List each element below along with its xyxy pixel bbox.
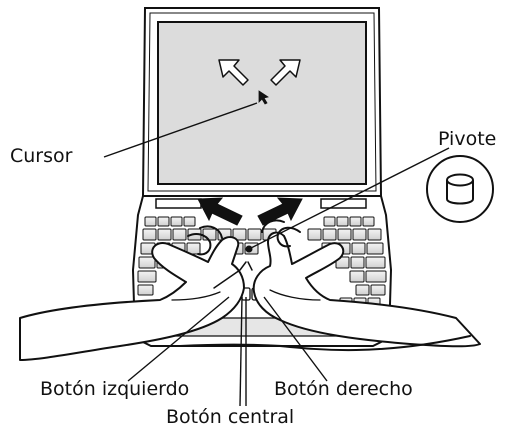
center-button-label: Botón central (166, 408, 294, 427)
trackpoint-nub (246, 246, 253, 253)
pivot-inset (427, 156, 493, 222)
cursor-label: Cursor (10, 147, 72, 166)
laptop-screen (158, 22, 366, 184)
pivot-label: Pivote (438, 130, 496, 149)
right-button-label: Botón derecho (274, 380, 413, 399)
left-button-label: Botón izquierdo (40, 380, 189, 399)
